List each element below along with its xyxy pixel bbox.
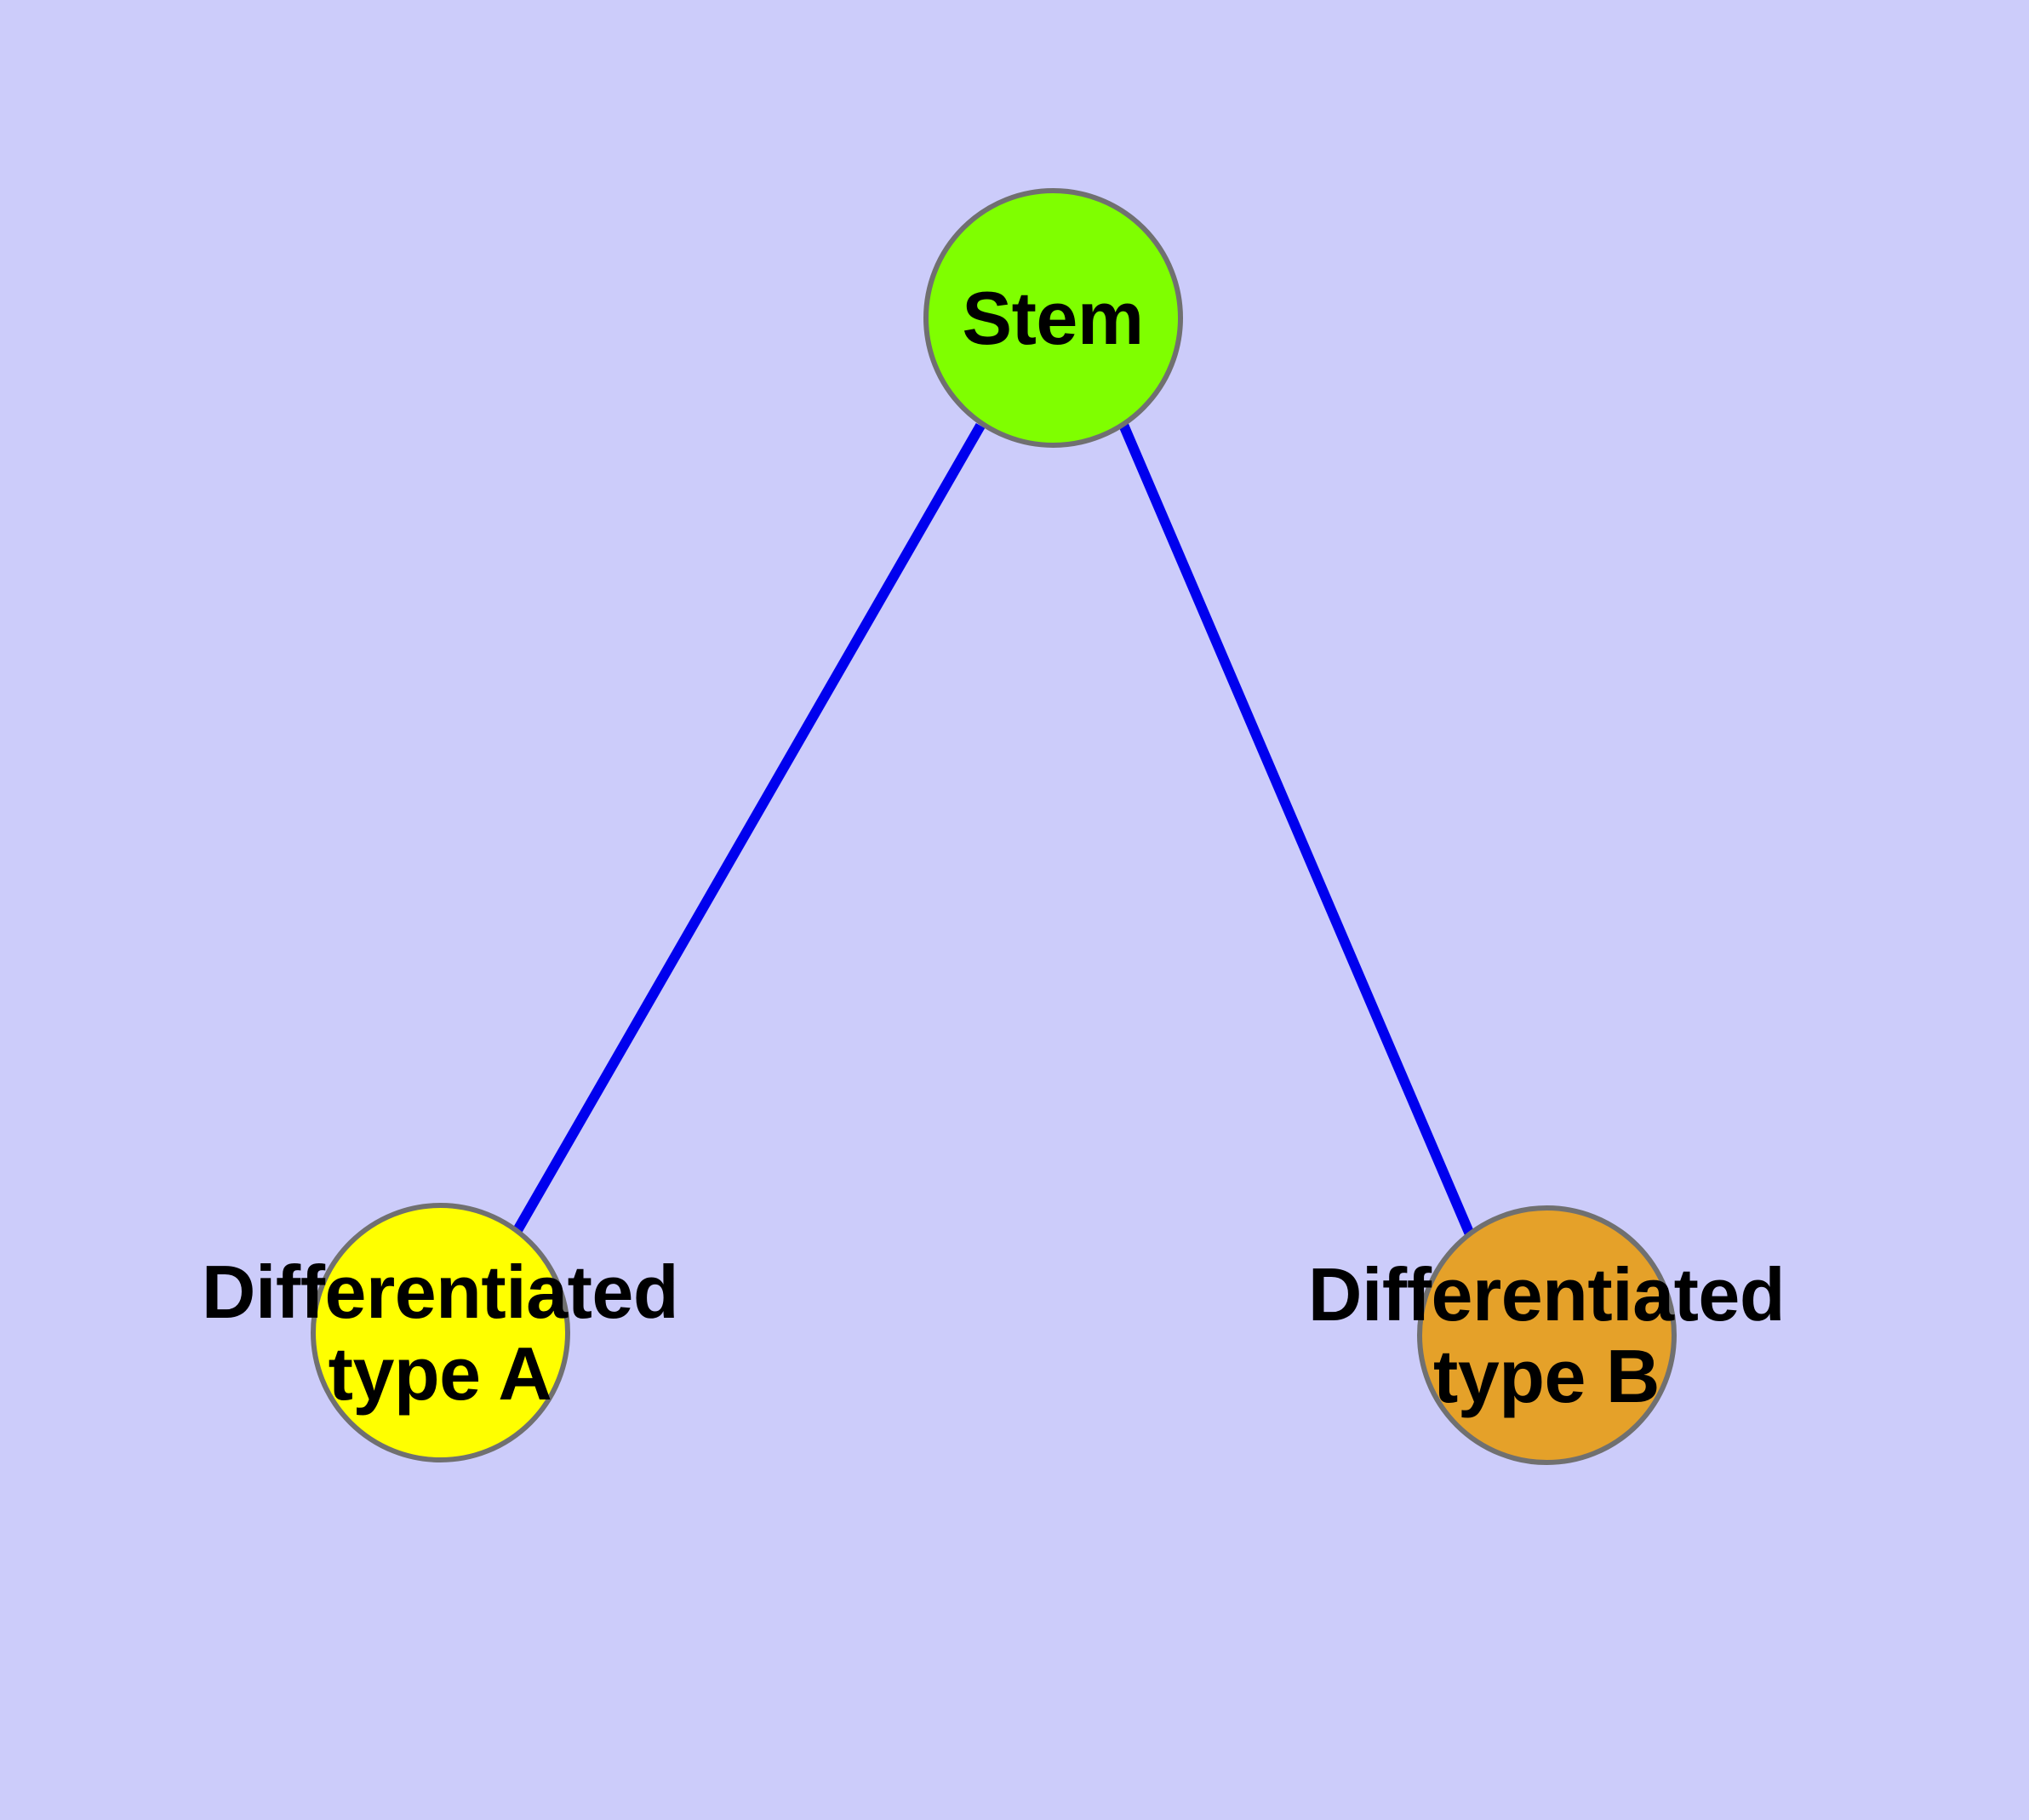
edge-stem-to-diff-a [512, 423, 986, 1234]
edge-stem-to-diff-b [1118, 422, 1475, 1237]
node-label-differentiated-type-b: Differentiated type B [1307, 1252, 1786, 1418]
node-label-stem: Stem [962, 276, 1144, 360]
node-differentiated-type-b[interactable] [1417, 1205, 1677, 1465]
node-stem[interactable] [923, 188, 1183, 448]
node-differentiated-type-a[interactable] [311, 1203, 570, 1462]
node-label-differentiated-type-a: Differentiated type A [201, 1250, 679, 1416]
